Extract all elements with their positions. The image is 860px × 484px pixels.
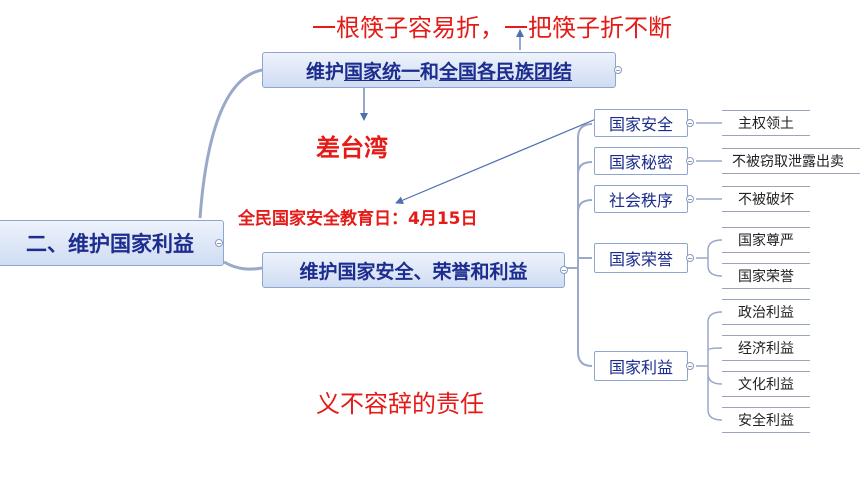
leaf-label: 经济利益 [738, 341, 794, 357]
collapse-toggle-icon[interactable] [686, 195, 694, 203]
leaf-node[interactable]: 安全利益 [722, 407, 810, 433]
annotation-duty: 义不容辞的责任 [316, 390, 484, 418]
leaf-label: 不被窃取泄露出卖 [732, 154, 844, 170]
category-label: 国家荣誉 [608, 250, 673, 269]
root-node-label: 二、维护国家利益 [26, 232, 194, 256]
branch-unity-part-2: 国家统一 [343, 60, 420, 83]
connector-leaf-5 [696, 311, 723, 421]
connector-cat-1 [577, 123, 593, 268]
branch-node-unity[interactable]: 维护国家统一和全国各民族团结 [262, 52, 616, 88]
connector-root-branch2 [223, 260, 263, 271]
leaf-label: 国家尊严 [738, 233, 794, 249]
leaf-node[interactable]: 主权领土 [722, 110, 810, 136]
collapse-toggle-icon[interactable] [614, 66, 622, 74]
category-label: 社会秩序 [608, 191, 673, 210]
leaf-node[interactable]: 国家尊严 [722, 227, 810, 253]
collapse-toggle-icon[interactable] [686, 119, 694, 127]
category-label: 国家安全 [608, 115, 673, 134]
leaf-node[interactable]: 文化利益 [722, 371, 810, 397]
annotation-taiwan: 差台湾 [316, 134, 388, 162]
connector-cat-3 [577, 199, 593, 213]
leaf-node[interactable]: 不被破坏 [722, 186, 810, 212]
connector-root-branch1 [198, 68, 263, 219]
branch-unity-part-3: 和 [420, 60, 440, 83]
branch-security-label: 维护国家安全、荣誉和利益 [299, 260, 528, 283]
collapse-toggle-icon[interactable] [686, 362, 694, 370]
root-node[interactable]: 二、维护国家利益 [0, 220, 224, 266]
connector-cat-2 [577, 161, 593, 175]
collapse-toggle-icon[interactable] [686, 157, 694, 165]
collapse-toggle-icon[interactable] [560, 266, 568, 274]
collapse-toggle-icon[interactable] [215, 239, 223, 247]
category-node-national-security[interactable]: 国家安全 [594, 109, 688, 137]
leaf-node[interactable]: 国家荣誉 [722, 263, 810, 289]
connector-cat-5 [577, 268, 593, 367]
arrow-to-security-day [395, 118, 597, 204]
leaf-label: 文化利益 [738, 377, 794, 393]
connector-leaf-4 [696, 239, 723, 277]
branch-unity-part-1: 维护 [305, 60, 344, 83]
annotation-chopsticks: 一根筷子容易折，一把筷子折不断 [312, 14, 672, 42]
category-label: 国家利益 [608, 358, 673, 377]
leaf-label: 国家荣誉 [738, 269, 794, 285]
leaf-label: 安全利益 [738, 413, 794, 429]
annotation-security-day: 全民国家安全教育日：4月15日 [238, 209, 478, 229]
leaf-label: 主权领土 [738, 116, 794, 132]
leaf-label: 政治利益 [738, 305, 794, 321]
branch-unity-part-4: 全国各民族团结 [439, 60, 573, 83]
category-node-national-interest[interactable]: 国家利益 [594, 351, 688, 381]
branch-node-security[interactable]: 维护国家安全、荣誉和利益 [262, 252, 565, 288]
category-node-state-secrets[interactable]: 国家秘密 [594, 147, 688, 175]
category-label: 国家秘密 [608, 153, 673, 172]
leaf-node[interactable]: 不被窃取泄露出卖 [722, 148, 860, 174]
collapse-toggle-icon[interactable] [686, 254, 694, 262]
leaf-node[interactable]: 经济利益 [722, 335, 810, 361]
leaf-node[interactable]: 政治利益 [722, 299, 810, 325]
leaf-label: 不被破坏 [738, 192, 794, 208]
category-node-social-order[interactable]: 社会秩序 [594, 185, 688, 213]
category-node-national-honor[interactable]: 国家荣誉 [594, 243, 688, 273]
